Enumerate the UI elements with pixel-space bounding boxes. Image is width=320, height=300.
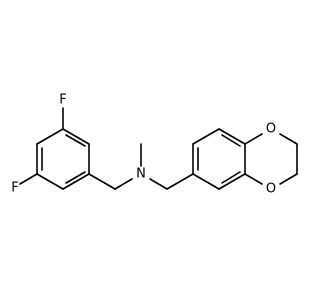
benzodioxane-bonds [192,128,298,190]
atom-labels: F F N O O [11,93,276,197]
double-bond-inner [221,134,241,147]
bond-ch2-n [114,178,133,190]
bond-n-ch2 [149,178,168,190]
bond-o-c-bottom [244,173,263,185]
atom-o-bottom: O [266,182,276,197]
bond [192,128,220,145]
atom-n: N [136,167,146,182]
bond-ch2-o-bottom [279,173,298,185]
bond [36,173,64,190]
atom-f-top: F [59,93,66,108]
atom-o-top: O [266,122,276,137]
bond [218,128,246,145]
double-bond-inner [221,171,241,184]
bond-ring-ch2 [88,173,116,190]
bond-o-ch2-top [279,133,298,145]
bond-ch2-ring [166,173,194,190]
bond-c-o-top [244,133,263,145]
bond-c-f-left [19,173,38,185]
double-bond-inner [65,171,86,184]
bond [192,173,220,190]
bond [36,128,64,145]
double-bond-inner [65,134,86,147]
atom-f-left: F [11,181,18,196]
difluorophenyl-ring-bonds [19,107,90,190]
bond [62,128,90,145]
bond [62,173,90,190]
molecule-structure-diagram: F F N O O [11,93,298,197]
linker-bonds [88,143,194,190]
bond [218,173,246,190]
